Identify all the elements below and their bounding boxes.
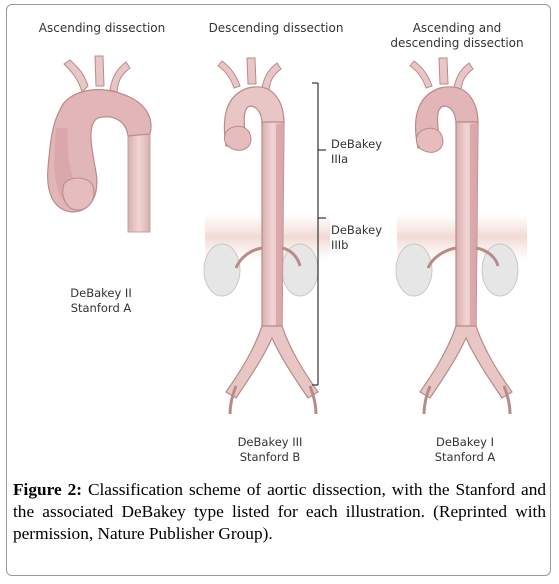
figure-label: Figure 2:	[13, 480, 82, 499]
branch-vessels	[438, 57, 449, 85]
panel-ascending-label-line1: DeBakey II	[70, 286, 132, 300]
debakey-iiia-line2: IIIa	[331, 152, 349, 166]
panel-both-title-line2: descending dissection	[390, 36, 524, 50]
aortic-root	[415, 127, 444, 153]
panel-ascending-label-line2: Stanford A	[70, 301, 132, 315]
aortic-dissection-illustration	[47, 55, 527, 415]
branch-vessels	[409, 60, 433, 89]
aortic-root	[223, 125, 252, 151]
panel-both-label: DeBakey I Stanford A	[400, 435, 530, 465]
debakey-iiib-line1: DeBakey	[331, 223, 382, 237]
debakey-iiib-label: DeBakey IIIb	[331, 223, 382, 253]
panel-both-title-line1: Ascending and	[412, 21, 502, 35]
panel-descending-label-line2: Stanford B	[239, 450, 301, 464]
iliac-branch	[308, 385, 318, 415]
false-lumen	[470, 124, 478, 330]
panel-both-title: Ascending and descending dissection	[373, 21, 541, 51]
panel-ascending-label: DeBakey II Stanford A	[36, 286, 166, 316]
renal-artery	[234, 246, 263, 269]
false-lumen	[276, 124, 284, 330]
renal-artery	[281, 246, 302, 267]
descending-aorta	[127, 119, 151, 233]
kidney-right	[281, 243, 319, 297]
aortic-root	[62, 177, 95, 211]
debakey-bracket	[312, 82, 326, 386]
debakey-iiia-label: DeBakey IIIa	[331, 137, 382, 167]
branch-vessels	[453, 62, 474, 91]
panel-both-art	[395, 57, 527, 415]
iliac-branch	[422, 385, 432, 415]
panel-ascending-title: Ascending dissection	[38, 21, 166, 35]
branch-vessels	[63, 59, 89, 93]
kidney-left	[395, 243, 433, 297]
branch-vessels	[246, 57, 257, 85]
iliac-branch	[502, 385, 512, 415]
panel-descending-label: DeBakey III Stanford B	[205, 435, 335, 465]
renal-artery	[475, 246, 500, 267]
panel-descending-label-line1: DeBakey III	[237, 435, 303, 449]
kidney-left	[203, 243, 241, 297]
figure-caption: Figure 2: Classification scheme of aorti…	[13, 479, 546, 545]
branch-vessels	[217, 60, 241, 89]
branch-vessels	[109, 61, 131, 93]
debakey-iiib-line2: IIIb	[331, 238, 349, 252]
branch-vessels	[94, 55, 105, 87]
figure-frame	[6, 4, 551, 576]
iliac-branch	[228, 385, 238, 415]
branch-vessels	[261, 62, 282, 91]
iliac-arteries	[419, 325, 513, 399]
panel-descending-art	[203, 57, 330, 415]
renal-artery	[426, 246, 457, 269]
panel-descending-title: Descending dissection	[208, 21, 344, 35]
iliac-arteries	[225, 325, 319, 399]
debakey-iiia-line1: DeBakey	[331, 137, 382, 151]
panel-ascending-art	[47, 55, 152, 233]
panel-both-label-line1: DeBakey I	[435, 435, 495, 449]
panel-both-label-line2: Stanford A	[434, 450, 496, 464]
caption-text: Classification scheme of aortic dissecti…	[13, 480, 546, 543]
